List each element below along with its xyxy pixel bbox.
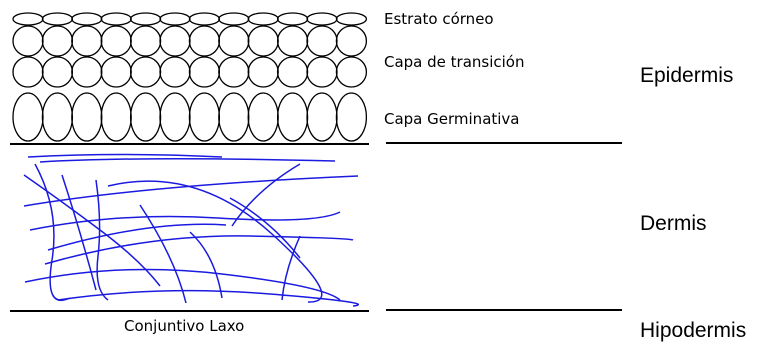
label-capa-transicion: Capa de transición [384,53,525,71]
corneum-cell [188,12,221,26]
transition-cell [306,25,338,57]
transition-cell [129,25,162,57]
dermis-fiber [231,163,301,227]
dermis-fiber [61,174,97,291]
germinative-cell [41,92,74,142]
label-conjuntivo-laxo: Conjuntivo Laxo [124,317,245,335]
germinative-cell [159,92,191,142]
germinative-cell [129,92,162,142]
label-capa-germinativa: Capa Germinativa [384,110,520,128]
corneum-cell [71,12,103,26]
transition-cell [218,25,250,57]
transition-cell [71,25,103,57]
corneum-cell [218,12,250,26]
transition-cell [306,56,338,88]
label-dermis: Dermis [640,212,707,235]
transition-cell [218,56,250,88]
germinative-cell [247,92,279,142]
dermis-fiber [24,268,341,301]
transition-cell [129,56,162,88]
dermis-fiber [57,289,360,307]
germinative-cell [306,92,338,142]
dermis-fiber [29,211,341,231]
transition-cell [335,56,368,88]
corneum-cell [41,12,74,26]
dermis-fiber [23,175,359,207]
dermis-fiber [189,231,223,299]
dermis-fiber [107,180,323,303]
transition-cell [247,25,279,57]
transition-cell [12,25,44,57]
germinative-cell [218,92,250,142]
corneum-cell [129,12,162,26]
germinative-cell [71,92,103,142]
transition-cell [188,25,221,57]
transition-cell [100,56,132,88]
corneum-cell [100,12,132,26]
transition-cell [188,56,221,88]
corneum-cell [335,12,368,26]
corneum-cell [247,12,279,26]
dermis-fiber [229,197,301,259]
corneum-cell [276,12,309,26]
dermis-fibers [23,153,360,307]
transition-cell [41,56,74,88]
transition-cell [41,25,74,57]
transition-cell [159,56,191,88]
transition-cell [276,25,309,57]
label-estrato-corneo: Estrato córneo [384,10,494,28]
transition-cell [247,56,279,88]
transition-cell [100,25,132,57]
corneum-cell [159,12,191,26]
corneum-cell [12,12,44,26]
transition-cell [12,56,44,88]
dermis-fiber [95,179,109,301]
dermis-fiber [27,153,223,158]
label-hipodermis: Hipodermis [640,319,747,342]
transition-cell [159,25,191,57]
dermis-fiber [39,157,336,163]
epidermis-cells [12,12,368,142]
corneum-cell [306,12,338,26]
dermis-fiber [47,223,227,251]
label-epidermis: Epidermis [640,64,734,87]
transition-cell [71,56,103,88]
dermis-fiber [34,163,71,302]
germinative-cell [276,92,309,142]
dermis-fiber [44,235,354,265]
transition-cell [276,56,309,88]
dermis-fiber [139,204,187,304]
germinative-cell [12,92,44,142]
transition-cell [335,25,368,57]
germinative-cell [100,92,132,142]
germinative-cell [188,92,221,142]
dermis-fiber [281,235,301,301]
germinative-cell [335,92,368,142]
